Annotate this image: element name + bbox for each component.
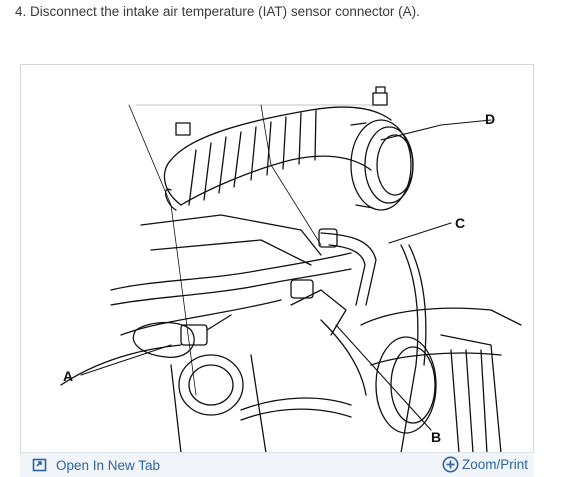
zoom-plus-icon bbox=[442, 456, 459, 473]
engine-line-drawing bbox=[60, 86, 522, 453]
callout-d: D bbox=[485, 111, 496, 127]
open-in-new-tab-label: Open In New Tab bbox=[56, 457, 161, 473]
step-instruction: 4. Disconnect the intake air temperature… bbox=[15, 4, 420, 19]
zoom-print-link[interactable]: Zoom/Print bbox=[442, 456, 528, 473]
open-in-new-tab-icon bbox=[32, 457, 48, 473]
zoom-print-label: Zoom/Print bbox=[461, 456, 528, 472]
engine-diagram-figure: D C A B bbox=[20, 64, 534, 454]
callout-a: A bbox=[63, 368, 74, 384]
open-in-new-tab-link[interactable]: Open In New Tab bbox=[32, 457, 160, 473]
callout-b: B bbox=[431, 429, 442, 445]
figure-footer: Open In New Tab Zoom/Print bbox=[20, 452, 534, 477]
callout-c: C bbox=[455, 215, 466, 231]
